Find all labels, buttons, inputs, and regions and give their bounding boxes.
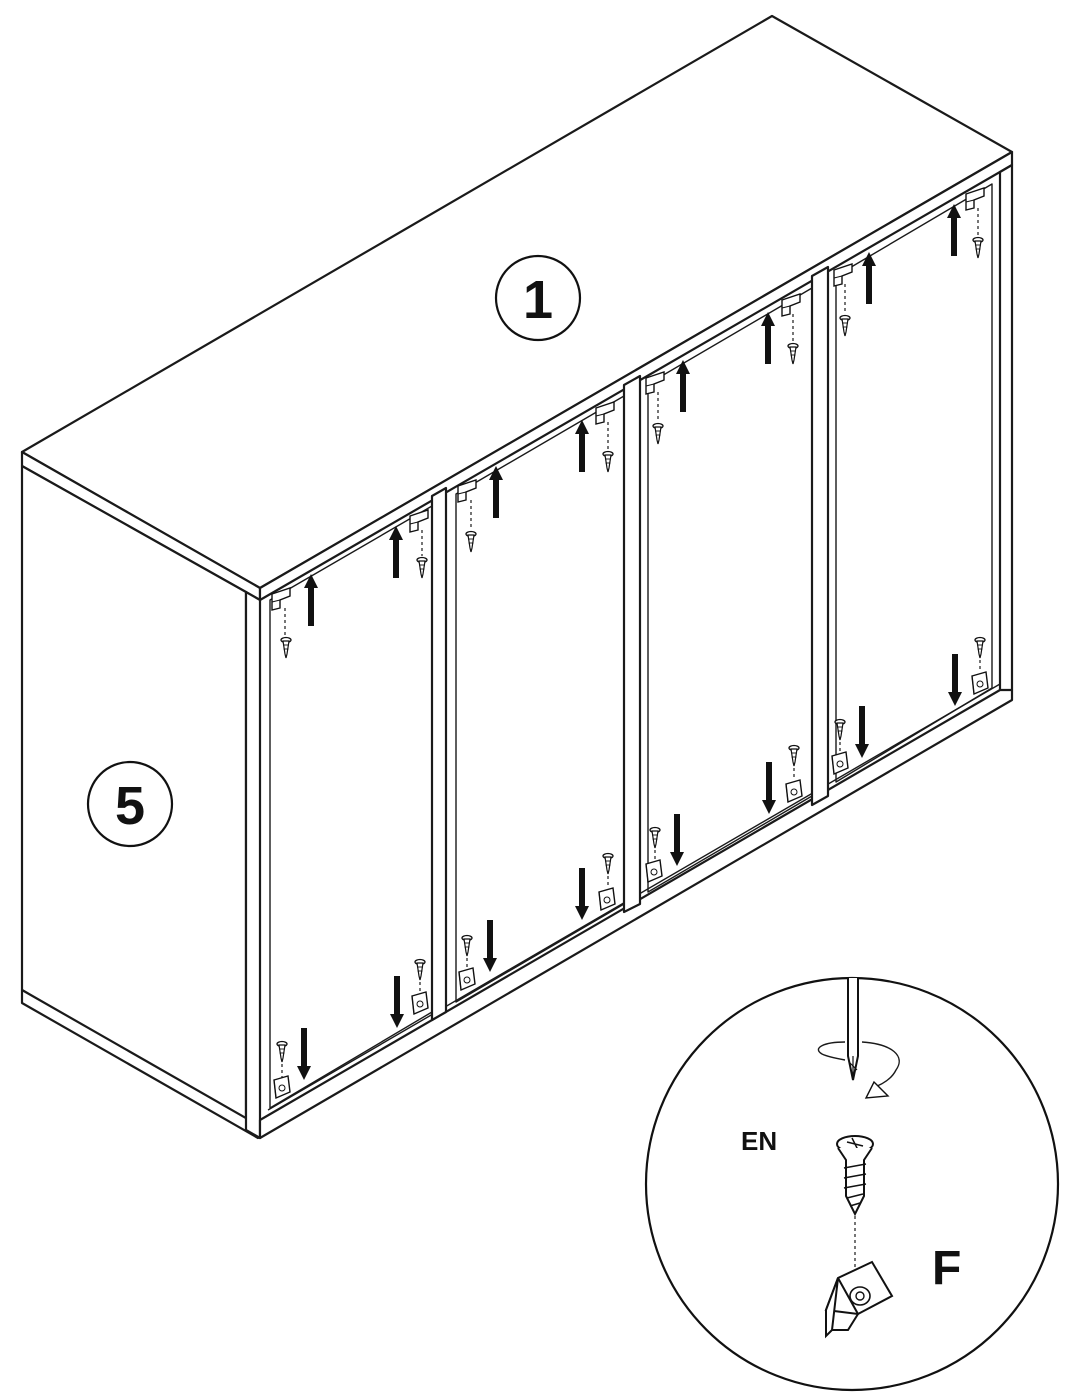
label-side-panel-text: 5 xyxy=(115,776,145,836)
back-panels xyxy=(269,183,993,1109)
label-side-panel: 5 xyxy=(86,760,174,848)
label-top-panel-text: 1 xyxy=(523,270,553,330)
side-panel-front-edge xyxy=(244,590,262,1140)
right-side-edge xyxy=(998,163,1014,699)
bottom-rail xyxy=(258,688,1014,1140)
detail-language-label: EN xyxy=(741,1126,777,1156)
screw-icon xyxy=(836,1135,874,1217)
detail-part-label: F xyxy=(932,1242,961,1295)
label-top-panel: 1 xyxy=(494,254,582,342)
rotate-clockwise-icon xyxy=(817,1041,900,1099)
detail-callout: EN F xyxy=(644,976,1060,1392)
screwdriver-icon xyxy=(847,978,859,1081)
fasteners xyxy=(271,187,989,1099)
corner-bracket-icon xyxy=(824,1260,894,1339)
